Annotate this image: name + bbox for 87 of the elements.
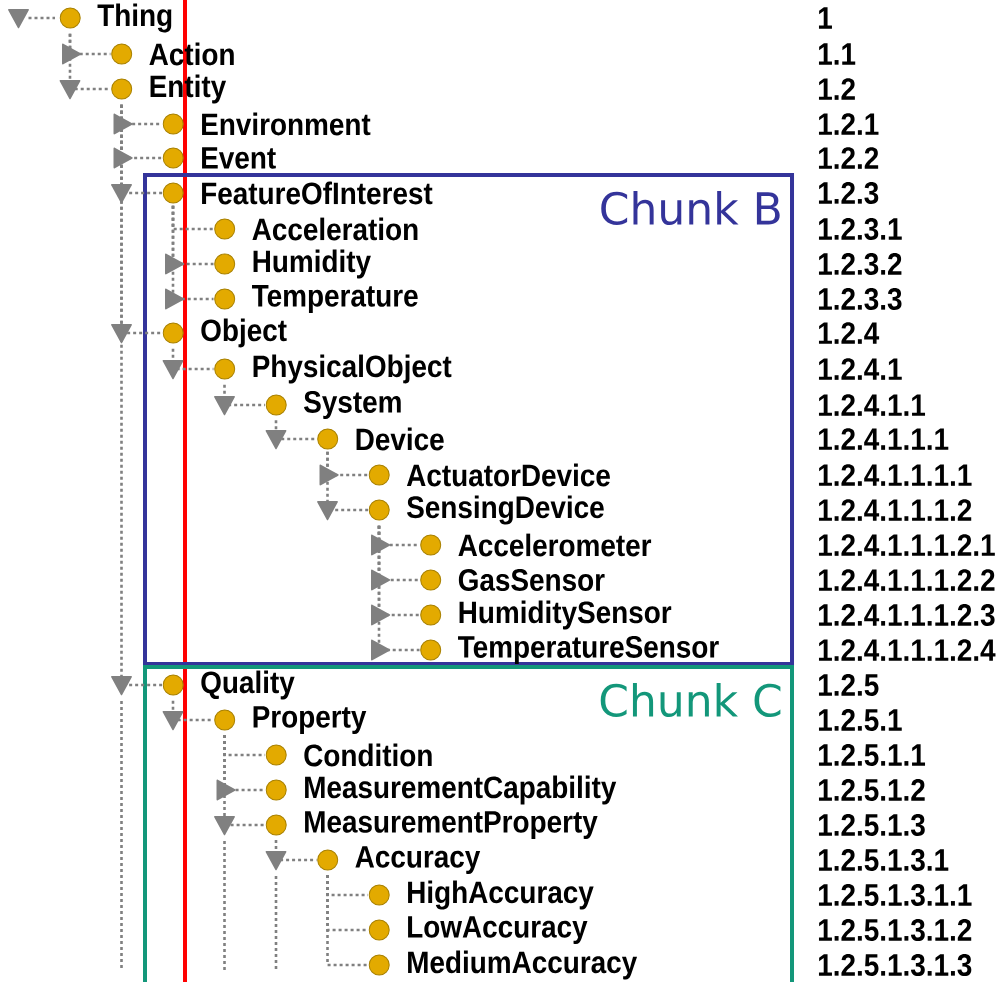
tree-connector — [274, 420, 317, 441]
outline-number: 1.2.3.2 — [818, 253, 902, 275]
outline-number: 1.2.5.1.3.1.1 — [818, 884, 972, 906]
outline-number: 1 — [818, 7, 832, 29]
outline-number: 1.2.4.1 — [818, 358, 902, 380]
outline-number: 1.2.5.1 — [818, 709, 902, 731]
outline-number: 1.2.4.1.1.1.1 — [818, 464, 972, 486]
class-item: HumiditySensor — [420, 600, 672, 630]
outline-number: 1.2.2 — [818, 147, 879, 169]
tree-connector — [171, 700, 214, 722]
tree-connector — [274, 840, 317, 862]
node-label: GasSensor — [458, 569, 605, 591]
class-item: Device — [317, 427, 444, 451]
outline-number: 1.2.4.1.1.1.2.3 — [818, 604, 995, 626]
class-item: Temperature — [214, 285, 418, 313]
class-item: LowAccuracy — [368, 916, 588, 944]
class-item: Object — [162, 318, 287, 348]
outline-number: 1.2.5.1.2 — [818, 779, 925, 801]
node-label: ActuatorDevice — [406, 463, 610, 487]
tree-connector — [171, 205, 214, 301]
class-item: SensingDevice — [368, 495, 604, 525]
class-item: Environment — [162, 112, 371, 136]
tree-connector — [171, 348, 214, 371]
outline-number: 1.1 — [818, 43, 856, 65]
outline-number: 1.2.4.1.1.1.2.2 — [818, 569, 995, 591]
outline-number: 1.2.4.1.1.1.2.4 — [818, 639, 996, 661]
outline-number: 1.2.4.1.1.1.2.1 — [818, 534, 995, 556]
node-label: Accuracy — [355, 846, 481, 874]
node-label: Condition — [304, 743, 432, 767]
class-item: HighAccuracy — [368, 880, 594, 910]
outline-number: 1.2.5.1.3.1.2 — [818, 919, 972, 941]
class-item: Condition — [265, 743, 432, 767]
class-item: MeasurementProperty — [265, 811, 598, 839]
tree-connector — [326, 875, 368, 967]
outline-number: 1.2.5.1.3.1 — [818, 849, 949, 871]
tree-connector — [223, 735, 265, 827]
tree-connector — [377, 525, 420, 652]
node-label: Humidity — [253, 249, 371, 279]
node-label: Device — [356, 427, 444, 451]
node-label: SensingDevice — [407, 495, 604, 525]
node-label: Temperature — [252, 285, 418, 313]
class-item: Humidity — [214, 249, 371, 279]
class-item: PhysicalObject — [214, 354, 452, 384]
class-item: MeasurementCapability — [265, 775, 617, 805]
tree-connector — [223, 384, 265, 407]
tree-connector — [326, 451, 368, 512]
outline-number: 1.2.4 — [818, 322, 880, 344]
outline-number: 1.2.4.1.1.1.2 — [818, 499, 972, 521]
node-label: PhysicalObject — [253, 354, 452, 384]
class-item: ActuatorDevice — [368, 463, 610, 487]
outline-number: 1.2.4.1.1.1 — [818, 428, 949, 450]
class-item: Property — [214, 706, 367, 734]
class-item: Accuracy — [317, 846, 481, 874]
node-label: Environment — [202, 112, 371, 136]
outline-number: 1.2.5 — [818, 674, 879, 696]
outline-number: 1.2.3.3 — [818, 288, 902, 310]
outline-number: 1.2.5.1.3.1.3 — [818, 954, 972, 976]
class-item: Acceleration — [214, 217, 418, 241]
node-label: Acceleration — [252, 217, 418, 241]
outline-number: 1.2.3 — [818, 182, 879, 204]
class-item: TemperatureSensor — [420, 635, 719, 665]
outline-number: 1.2 — [818, 78, 855, 100]
node-label: LowAccuracy — [408, 916, 588, 944]
node-label: Accelerometer — [458, 533, 652, 557]
class-item: Thing — [59, 3, 172, 33]
node-label: Thing — [97, 3, 172, 33]
node-label: HumiditySensor — [459, 600, 672, 630]
outline-number: 1.2.4.1.1 — [818, 394, 926, 416]
class-item: Event — [162, 147, 276, 169]
node-label: Event — [202, 147, 276, 169]
class-item: System — [265, 390, 401, 420]
outline-number: 1.2.3.1 — [818, 218, 902, 240]
node-label: Object — [201, 318, 287, 348]
tree-connector — [120, 104, 162, 687]
class-item: MediumAccuracy — [368, 950, 638, 980]
node-label: System — [304, 390, 401, 420]
class-item: GasSensor — [420, 569, 605, 591]
tree-connector — [68, 33, 111, 91]
outline-number: 1.2.5.1.3 — [818, 814, 925, 836]
node-label: Property — [253, 706, 367, 734]
class-item: Accelerometer — [420, 533, 652, 557]
class-item: Quality — [162, 670, 295, 700]
node-label: Quality — [201, 670, 295, 700]
outline-number: 1.2.5.1.1 — [818, 744, 926, 766]
class-item: FeatureOfInterest — [162, 181, 433, 205]
outline-number: 1.2.1 — [818, 113, 879, 135]
node-label: HighAccuracy — [408, 880, 594, 910]
